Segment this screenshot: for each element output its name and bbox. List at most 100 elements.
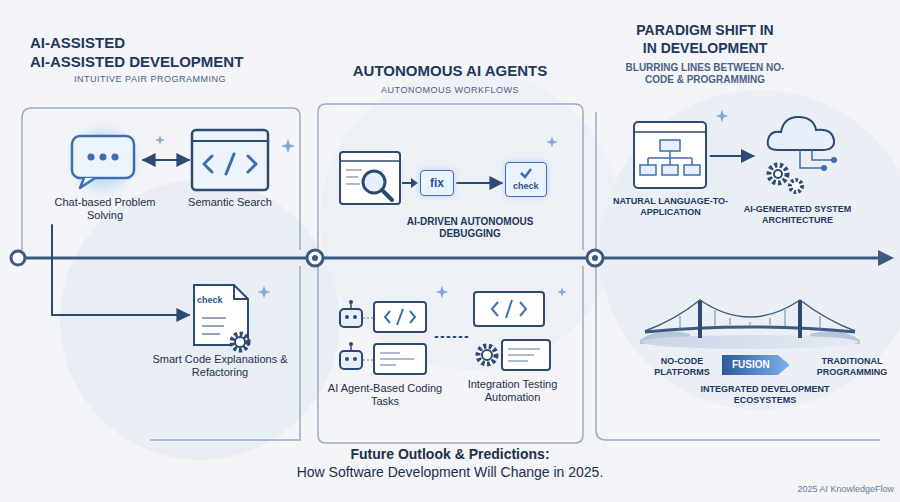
robot-agent-icon-part [353, 357, 357, 361]
sparkle-part [281, 139, 295, 153]
item-caption: NO-CODE PLATFORMS [643, 356, 721, 378]
timeline-arrow-part [592, 255, 598, 261]
node-text: AI Agent-Based Coding Tasks [325, 382, 445, 408]
feature-item: Integration Testing Automation [455, 290, 570, 404]
section-frame-part [595, 112, 597, 250]
chat-icon-part [73, 130, 133, 190]
timeline-arrow [10, 250, 894, 266]
section-heading: AUTONOMOUS AI AGENTS [325, 62, 575, 80]
checkmark-symbol [519, 167, 533, 179]
node-text: Integration Testing Automation [455, 378, 570, 404]
magnifier-window-icon-part [346, 170, 362, 184]
integration-test-icon [474, 292, 550, 370]
chat-icon-part [80, 178, 95, 188]
app-window-icon-part [660, 140, 680, 151]
robot-agent-icon-part [363, 318, 373, 360]
robot-agent-icon-part [345, 315, 349, 319]
section-frame-part [150, 266, 300, 440]
timeline-arrow-part [878, 250, 894, 266]
connector [143, 159, 189, 161]
app-window-icon-part [634, 122, 706, 188]
feature-item: AI-GENERATED SYSTEM ARCHITECTURE [740, 108, 855, 226]
item-caption: TRADITIONAL PROGRAMMING [810, 356, 894, 378]
document-icon-part [202, 318, 226, 334]
node-text: Smart Code Explanations & Refactoring [150, 353, 290, 379]
background-part [600, 90, 900, 410]
footer-caption: How Software Development Will Change in … [0, 464, 900, 481]
app-window-icon-part [662, 165, 678, 175]
check-box: check [505, 162, 547, 197]
cloud-gear-icon-part [790, 180, 802, 192]
bridge-illustration [640, 300, 860, 349]
node-text: check [513, 181, 539, 192]
cloud-gear-icon-part [768, 117, 834, 150]
section-frame-part [318, 104, 583, 250]
connector [436, 336, 470, 338]
connector [52, 225, 189, 315]
timeline-arrow-part [11, 251, 25, 265]
bridge-illustration-part [680, 310, 820, 329]
section-heading: AI-ASSISTED [30, 34, 230, 52]
app-window-icon-part [648, 151, 692, 165]
fusion-arrow-shape [722, 355, 790, 375]
node-text: AI-GENERATED SYSTEM ARCHITECTURE [740, 204, 855, 226]
section-subheading: INTUITIVE PAIR PROGRAMMING [30, 74, 270, 85]
timeline-arrow-part [312, 255, 318, 261]
magnifier-window-icon-part [411, 178, 418, 188]
timeline-arrow-part [587, 250, 603, 266]
fusion-arrow: FUSION [722, 355, 790, 375]
section-heading: AI-ASSISTED DEVELOPMENT [30, 53, 290, 71]
magnifier-window-icon-part [382, 190, 392, 200]
timeline-arrow-part [307, 250, 323, 266]
section-frame [22, 104, 880, 443]
timeline-arrow-part [10, 257, 880, 260]
app-window-icon-part [684, 165, 700, 175]
cloud-gear-icon-part [821, 165, 827, 171]
connector [711, 155, 754, 157]
feature-item: checkSmart Code Explanations & Refactori… [150, 283, 290, 379]
robot-agent-icon-part [349, 300, 353, 304]
sparkle-part [546, 136, 557, 147]
node-text: Chat-based Problem Solving [40, 196, 170, 222]
integration-test-icon-part [492, 300, 526, 318]
code-window-icon-part [204, 154, 256, 174]
section-subheading: BLURRING LINES BETWEEN NO-CODE & PROGRAM… [615, 62, 795, 86]
node-text: NATURAL LANGUAGE-TO-APPLICATION [603, 196, 738, 218]
connector [457, 182, 502, 184]
sparkle-part [557, 287, 567, 297]
feature-item: Chat-based Problem Solving [40, 130, 170, 222]
chat-icon-part [72, 136, 134, 178]
sparkle-part [436, 286, 449, 299]
cloud-gear-icon-part [769, 165, 787, 183]
cloud-gear-icon-part [800, 150, 832, 168]
document-icon [194, 285, 248, 350]
sparkle-part [258, 286, 271, 299]
section-heading: IN DEVELOPMENT [605, 40, 805, 57]
sparkle-part [155, 135, 165, 145]
checkmark-symbol [521, 169, 531, 177]
section-frame-part [318, 266, 583, 443]
robot-agent-icon-part [374, 344, 426, 374]
watermark: 2025 AI KnowledgeFlow [770, 484, 894, 495]
item-caption: INTEGRATED DEVELOPMENT ECOSYSTEMS [700, 384, 830, 406]
document-icon-part [232, 334, 248, 350]
bridge-illustration-part [642, 335, 858, 349]
node-text: fix [430, 176, 444, 190]
robot-agent-icon-part [349, 342, 353, 346]
robot-agent-icon-part [374, 302, 426, 332]
icon-label: check [197, 295, 223, 306]
integration-test-icon-part [474, 292, 544, 326]
chat-icon [72, 130, 134, 190]
chat-icon-part [88, 154, 95, 161]
robot-agent-icon-part [340, 351, 362, 369]
robot-agent-icon-part [385, 309, 415, 325]
magnifier-window-icon [340, 152, 418, 204]
background-part [320, 70, 620, 370]
app-window-icon [634, 122, 706, 188]
section-heading: PARADIGM SHIFT IN [605, 22, 805, 39]
robot-agent-icon-part [380, 353, 414, 365]
integration-test-icon-part [482, 350, 492, 360]
integration-test-icon-part [502, 340, 550, 370]
cloud-gear-icon-part [831, 157, 837, 163]
